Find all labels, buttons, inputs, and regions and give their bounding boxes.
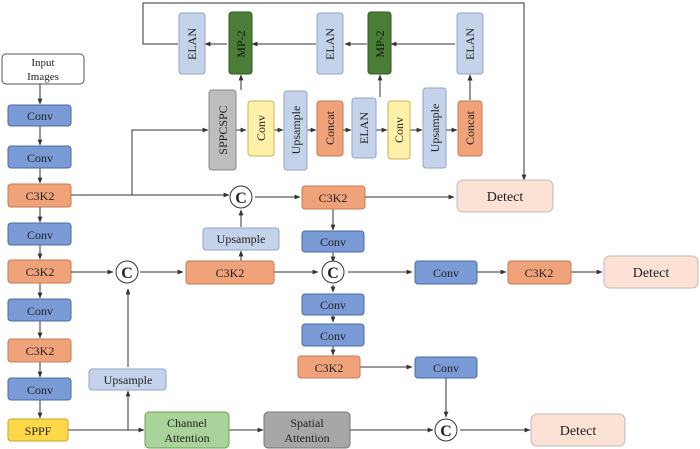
svg-text:MP-2: MP-2 [373,30,387,57]
svg-text:Conv: Conv [27,151,53,165]
backbone-conv-3: Conv [7,222,72,246]
input-images-box: Input Images [1,53,85,85]
detect-bottom: Detect [530,413,626,447]
concat-circle-left: C [115,260,139,284]
svg-text:Attention: Attention [284,431,329,445]
svg-text:Upsample: Upsample [217,232,266,246]
svg-text:C: C [235,190,247,207]
backbone-conv-1: Conv [7,104,72,127]
nodes: Input Images Conv Conv C3K2 Conv C3K2 Co… [1,11,699,449]
top-mp2-right: MP-2 [367,11,392,75]
svg-text:Concat: Concat [463,110,477,145]
svg-text:Conv: Conv [27,109,53,123]
top-elan-right: ELAN [456,12,484,75]
channel-attention-box: Channel Attention [144,411,230,449]
input-label-line2: Images [27,71,59,83]
svg-text:C3K2: C3K2 [26,344,55,358]
svg-text:ELAN: ELAN [357,112,371,144]
svg-text:ELAN: ELAN [323,28,337,60]
neck-c3k2-top: C3K2 [301,185,366,210]
top-conv-1: Conv [247,100,275,157]
svg-text:Attention: Attention [164,431,209,445]
upsample-upper: Upsample [202,227,280,251]
concat-circle-top: C [229,185,253,209]
svg-text:Concat: Concat [323,110,337,145]
top-upsample-2: Upsample [422,87,447,169]
sppf-box: SPPF [7,418,69,442]
svg-text:SPPF: SPPF [25,424,52,438]
detect-top: Detect [456,179,554,213]
svg-text:C3K2: C3K2 [319,191,348,205]
svg-text:Upsample: Upsample [104,373,153,387]
backbone-conv-4: Conv [7,298,72,322]
connections [37,2,603,433]
svg-text:Spatial: Spatial [290,416,324,430]
backbone-c3k2-1: C3K2 [7,183,72,208]
neck-c3k2-right: C3K2 [507,260,572,285]
svg-text:ELAN: ELAN [463,28,477,60]
spatial-attention-box: Spatial Attention [263,411,351,449]
neck-conv-a: Conv [301,230,365,253]
neck-c3k2-bottom: C3K2 [297,355,361,379]
svg-text:Conv: Conv [433,361,459,375]
backbone-conv-5: Conv [7,377,72,401]
detect-middle: Detect [603,255,699,289]
svg-text:C: C [440,423,452,440]
top-conv-2: Conv [387,100,411,160]
svg-text:SPPCSPC: SPPCSPC [216,105,230,154]
backbone-c3k2-2: C3K2 [7,259,72,284]
top-elan-left: ELAN [178,12,206,75]
svg-text:Conv: Conv [320,235,346,249]
svg-text:Upsample: Upsample [289,106,303,155]
svg-text:Detect: Detect [633,266,670,281]
input-label-line1: Input [31,57,54,69]
backbone-conv-2: Conv [7,145,72,169]
svg-text:ELAN: ELAN [185,28,199,60]
svg-text:C3K2: C3K2 [525,266,554,280]
svg-text:Conv: Conv [320,329,346,343]
sppcspc-box: SPPCSPC [208,89,237,171]
svg-text:Conv: Conv [254,115,268,141]
svg-text:Conv: Conv [27,228,53,242]
backbone-c3k2-3: C3K2 [7,338,72,363]
top-concat-2: Concat [457,100,483,157]
neck-conv-c: Conv [301,323,365,347]
svg-text:C3K2: C3K2 [216,266,245,280]
top-mp2-left: MP-2 [228,11,253,75]
top-elan-mid-upper: ELAN [316,12,344,75]
svg-text:Conv: Conv [320,298,346,312]
svg-text:C3K2: C3K2 [315,361,344,375]
svg-text:Conv: Conv [27,383,53,397]
concat-circle-mid: C [321,260,345,284]
top-concat-1: Concat [316,100,344,157]
svg-text:Upsample: Upsample [428,104,442,153]
neck-conv-right: Conv [414,260,478,285]
svg-text:Detect: Detect [487,190,524,205]
svg-text:C: C [121,265,133,282]
svg-text:Detect: Detect [560,424,597,439]
svg-text:Conv: Conv [392,117,406,143]
top-elan-mid: ELAN [351,97,377,159]
neck-c3k2-left: C3K2 [185,260,275,285]
neck-conv-b: Conv [301,293,365,316]
svg-text:C3K2: C3K2 [26,265,55,279]
svg-text:C3K2: C3K2 [26,189,55,203]
svg-text:MP-2: MP-2 [234,30,248,57]
svg-text:C: C [327,265,339,282]
concat-circle-bottom: C [434,418,458,442]
svg-text:Conv: Conv [27,304,53,318]
neck-conv-d: Conv [414,356,478,379]
svg-text:Channel: Channel [167,416,208,430]
upsample-lower: Upsample [88,368,167,391]
svg-text:Conv: Conv [433,266,459,280]
top-upsample-1: Upsample [283,90,308,171]
